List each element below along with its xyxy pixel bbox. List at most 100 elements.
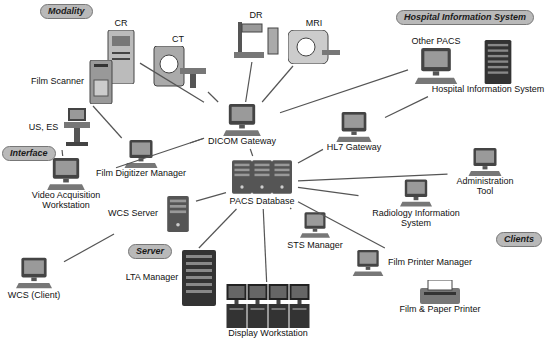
device-label: LTA Manager: [124, 273, 180, 283]
mri-icon: [288, 30, 340, 64]
device-node: WCS (Client): [6, 256, 62, 301]
device-node: Film Scanner: [29, 60, 114, 104]
workstation-icon: [353, 250, 384, 276]
device-label: Film Scanner: [29, 77, 86, 87]
server-icon: [272, 160, 292, 193]
group-pill: Hospital Information System: [396, 10, 534, 25]
group-label: Hospital Information System: [404, 12, 526, 22]
display-icon: [248, 284, 268, 328]
device-node: Hospital Information System: [430, 40, 546, 95]
device-label-group: Hospital Information System: [430, 85, 546, 95]
device-label: CR: [113, 19, 129, 29]
device-label-group: Film Scanner: [29, 77, 86, 87]
device-node: Film & Paper Printer: [398, 280, 483, 315]
device-label-group: Film Printer Manager: [386, 258, 474, 268]
device-label: HL7 Gateway: [325, 143, 383, 153]
device-label: Hospital Information System: [430, 85, 546, 95]
device-label-group: Radiology Information System: [361, 209, 472, 229]
workstation-icon: [47, 158, 85, 190]
device-node: Film Digitizer Manager: [94, 140, 188, 179]
device-label: WCS Server: [106, 209, 160, 219]
device-node: MRI: [288, 19, 340, 64]
network-link: [280, 70, 408, 113]
device-node: CR: [104, 19, 138, 84]
device-label-group: US, ES: [27, 123, 60, 133]
server-icon: [252, 160, 272, 193]
group-label: Interface: [10, 148, 48, 158]
server-icon: [167, 196, 189, 232]
display-icon: [290, 284, 310, 328]
scanner-icon: [90, 60, 112, 104]
device-label: MRI: [304, 19, 324, 29]
device-label-group: DICOM Gateway: [206, 137, 278, 147]
device-label: PACS Database: [228, 197, 296, 207]
group-label: Server: [136, 246, 164, 256]
server-icon: [232, 160, 252, 193]
device-label: Display Workstation: [227, 329, 310, 339]
group-pill: Modality: [40, 4, 93, 19]
device-node: CT: [150, 35, 206, 90]
group-pill: Clients: [496, 232, 542, 247]
device-label-group: CR: [113, 19, 129, 29]
display-icon: [269, 284, 289, 328]
device-label: WCS (Client): [6, 291, 62, 301]
device-node: STS Manager: [286, 210, 345, 251]
device-label: Radiology Information System: [361, 209, 472, 229]
workstation-icon: [16, 258, 52, 289]
device-node: LTA Manager: [124, 250, 216, 306]
network-link: [93, 106, 122, 138]
server-rack-icon: [182, 250, 216, 306]
group-pill: Server: [128, 244, 172, 259]
device-label: DICOM Gateway: [206, 137, 278, 147]
printer-icon: [420, 280, 460, 304]
dr-icon: [234, 22, 278, 58]
network-link: [262, 66, 293, 102]
workstation-icon: [223, 104, 261, 136]
group-label: Clients: [504, 234, 534, 244]
network-link: [246, 62, 252, 102]
device-label: STS Manager: [286, 241, 345, 251]
device-label: CT: [171, 35, 186, 45]
network-link: [290, 208, 291, 209]
network-link: [263, 209, 266, 282]
network-link: [116, 138, 204, 168]
ct-icon: [154, 46, 206, 88]
network-link: [208, 92, 218, 102]
device-node: Film Printer Manager: [352, 250, 474, 276]
device-node: HL7 Gateway: [325, 112, 383, 153]
workstation-icon: [469, 148, 502, 176]
network-link: [64, 234, 114, 262]
device-node: Display Workstation: [226, 284, 310, 339]
network-link: [298, 149, 323, 163]
workstation-icon: [400, 179, 432, 206]
device-label-group: MRI: [304, 19, 324, 29]
device-label-group: Administration Tool: [450, 177, 521, 197]
device-label: Film Printer Manager: [386, 258, 474, 268]
device-label: US, ES: [27, 123, 60, 133]
device-node: DR: [232, 11, 280, 60]
device-node: US, ES: [27, 108, 92, 148]
device-label: Film & Paper Printer: [398, 305, 483, 315]
device-label: Other PACS: [410, 37, 462, 47]
device-label-group: Video Acquisition Workstation: [18, 191, 114, 211]
network-link: [298, 187, 359, 195]
device-node: Radiology Information System: [361, 178, 472, 229]
device-node: Administration Tool: [450, 148, 521, 197]
device-node: DICOM Gateway: [206, 104, 278, 147]
server-rack-icon: [485, 40, 512, 84]
workstation-icon: [336, 112, 371, 142]
workstation-icon: [415, 48, 457, 84]
device-label-group: LTA Manager: [124, 273, 180, 283]
group-pill: Interface: [2, 146, 56, 161]
device-label-group: STS Manager: [286, 241, 345, 251]
device-label: Administration Tool: [450, 177, 521, 197]
network-link: [298, 174, 448, 181]
group-label: Modality: [48, 6, 85, 16]
device-node: Video Acquisition Workstation: [18, 158, 114, 211]
device-label-group: WCS (Client): [6, 291, 62, 301]
device-label: Video Acquisition Workstation: [18, 191, 114, 211]
device-label-group: Display Workstation: [227, 329, 310, 339]
device-node: WCS Server: [106, 196, 194, 232]
network-link: [199, 209, 237, 248]
